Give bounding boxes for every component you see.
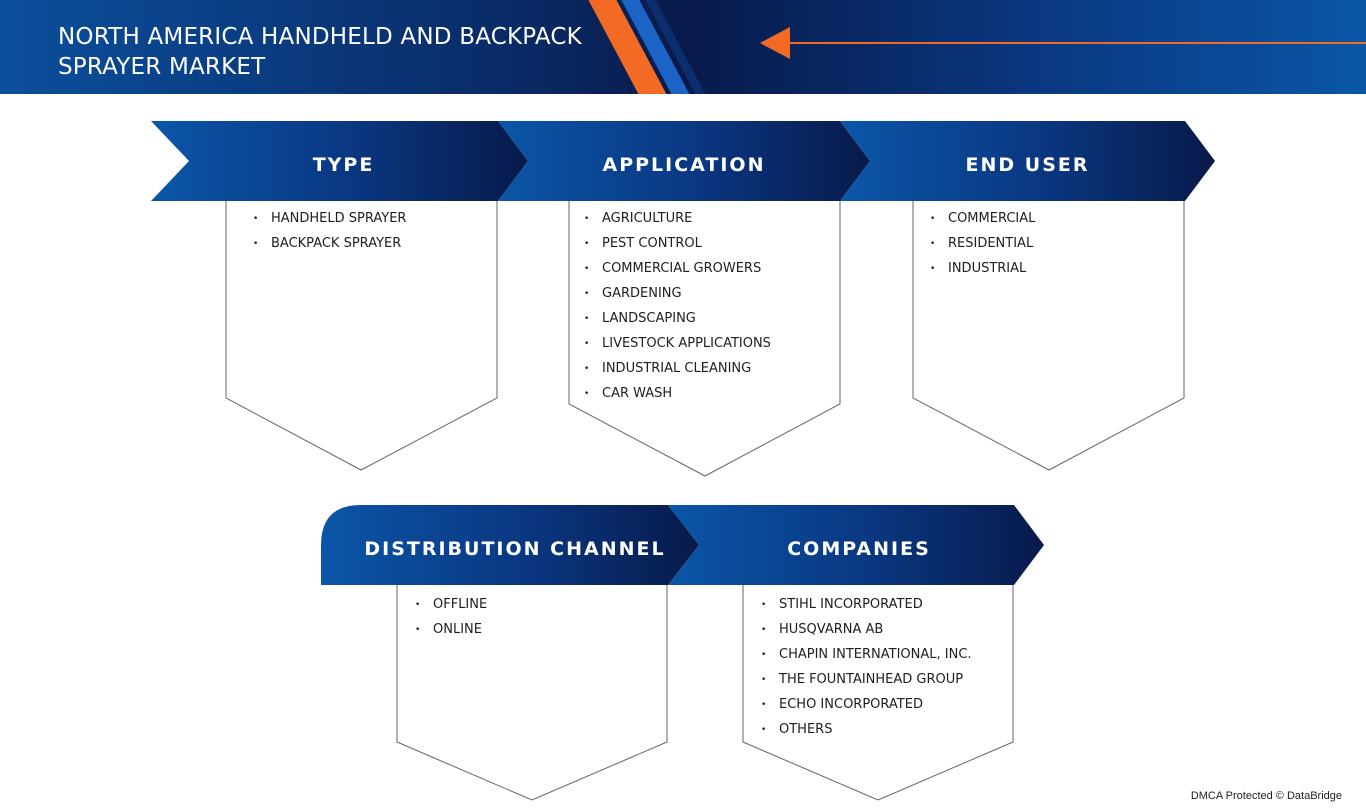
distribution-channel-chevron — [321, 505, 699, 585]
page-title: NORTH AMERICA HANDHELD AND BACKPACK SPRA… — [58, 24, 582, 80]
list-item: PEST CONTROL — [584, 237, 771, 262]
end-user-list: COMMERCIAL RESIDENTIAL INDUSTRIAL — [930, 212, 1035, 287]
list-item: ONLINE — [415, 623, 487, 648]
list-item: INDUSTRIAL — [930, 262, 1035, 287]
list-item: AGRICULTURE — [584, 212, 771, 237]
list-item: OTHERS — [761, 723, 972, 748]
application-list: AGRICULTURE PEST CONTROL COMMERCIAL GROW… — [584, 212, 771, 412]
header-banner: NORTH AMERICA HANDHELD AND BACKPACK SPRA… — [0, 0, 1366, 94]
distribution-channel-heading: DISTRIBUTION CHANNEL — [364, 538, 666, 560]
distribution-channel-list: OFFLINE ONLINE — [415, 598, 487, 648]
list-item: BACKPACK SPRAYER — [253, 237, 406, 262]
application-heading: APPLICATION — [602, 154, 766, 176]
list-item: LIVESTOCK APPLICATIONS — [584, 337, 771, 362]
list-item: CHAPIN INTERNATIONAL, INC. — [761, 648, 972, 673]
end-user-chevron — [840, 121, 1215, 201]
list-item: RESIDENTIAL — [930, 237, 1035, 262]
type-list: HANDHELD SPRAYER BACKPACK SPRAYER — [253, 212, 406, 262]
list-item: INDUSTRIAL CLEANING — [584, 362, 771, 387]
list-item: COMMERCIAL — [930, 212, 1035, 237]
companies-list: STIHL INCORPORATED HUSQVARNA AB CHAPIN I… — [761, 598, 972, 748]
companies-chevron — [668, 505, 1044, 585]
list-item: COMMERCIAL GROWERS — [584, 262, 771, 287]
arrow-line-decoration — [788, 42, 1366, 44]
companies-heading: COMPANIES — [787, 538, 931, 560]
list-item: OFFLINE — [415, 598, 487, 623]
type-heading: TYPE — [312, 154, 375, 176]
list-item: ECHO INCORPORATED — [761, 698, 972, 723]
list-item: HANDHELD SPRAYER — [253, 212, 406, 237]
application-chevron — [498, 121, 870, 201]
end-user-heading: END USER — [965, 154, 1090, 176]
list-item: THE FOUNTAINHEAD GROUP — [761, 673, 972, 698]
list-item: HUSQVARNA AB — [761, 623, 972, 648]
list-item: STIHL INCORPORATED — [761, 598, 972, 623]
copyright-footer: DMCA Protected © DataBridge — [1190, 790, 1342, 802]
left-arrow-icon — [760, 27, 790, 59]
type-chevron — [151, 121, 528, 201]
list-item: LANDSCAPING — [584, 312, 771, 337]
list-item: GARDENING — [584, 287, 771, 312]
list-item: CAR WASH — [584, 387, 771, 412]
